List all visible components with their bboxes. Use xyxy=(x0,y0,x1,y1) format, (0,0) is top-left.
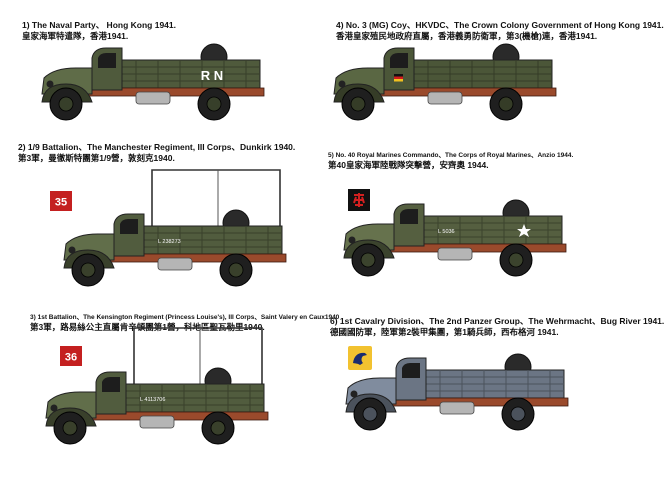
caption-3-zh: 第3軍，路易絲公主直屬肯辛頓團第1營，科地區聖瓦勒里1940. xyxy=(30,322,265,333)
cavalry-badge xyxy=(348,346,372,370)
caption-5: 5) No. 40 Royal Marines Commando、The Cor… xyxy=(328,152,573,171)
fuel-tank xyxy=(139,415,175,429)
badge-36-text: 36 xyxy=(65,352,77,364)
commando-badge xyxy=(348,189,370,211)
panel-6: 6) 1st Cavalry Division、The 2nd Panzer G… xyxy=(324,310,664,470)
front-wheel-hub xyxy=(362,406,378,422)
caption-2-zh: 第3軍，曼徹斯特團第1/9營，敦刻克1940. xyxy=(18,152,175,163)
front-wheel-hub xyxy=(80,262,96,278)
headlight xyxy=(338,80,346,88)
cab-window xyxy=(400,209,418,224)
cab-window xyxy=(402,363,420,378)
panel-2: 2) 1/9 Battalion、The Manchester Regiment… xyxy=(0,140,324,300)
caption-2: 2) 1/9 Battalion、The Manchester Regiment… xyxy=(18,142,295,163)
truck-3: L 4113706 xyxy=(45,327,269,445)
registration-number: L 238273 xyxy=(158,239,181,245)
caption-5-zh: 第40皇家海軍陸戰隊突擊營，安齊奧 1944. xyxy=(328,160,489,171)
headlight xyxy=(46,80,54,88)
caption-1-zh: 皇家海軍特遣隊，香港1941. xyxy=(22,30,129,41)
registration-number: L 4113706 xyxy=(140,397,165,403)
panel-1: 1) The Naval Party、 Hong Kong 1941. 皇家海軍… xyxy=(0,0,324,160)
rear-wheel-hub xyxy=(510,406,526,422)
rear-wheel-hub xyxy=(508,252,524,268)
rear-wheel-hub xyxy=(228,262,244,278)
caption-4-zh: 香港皇家殖民地政府直屬，香港義勇防衛軍，第3(機槍)連，香港1941. xyxy=(336,30,598,41)
caption-4: 4) No. 3 (MG) Coy、HKVDC、The Crown Colony… xyxy=(336,20,664,41)
truck-6 xyxy=(345,353,569,431)
caption-6-en: 6) 1st Cavalry Division、The 2nd Panzer G… xyxy=(330,316,664,326)
unit-badge-35: 35 xyxy=(50,191,72,211)
panel-4: 4) No. 3 (MG) Coy、HKVDC、The Crown Colony… xyxy=(324,0,664,160)
headlight xyxy=(350,390,358,398)
caption-6-zh: 德國國防軍，陸軍第2裝甲集團，第1騎兵師，西布格河 1941. xyxy=(330,326,559,337)
cab-window xyxy=(120,219,138,234)
caption-1-en: 1) The Naval Party、 Hong Kong 1941. xyxy=(22,20,176,30)
flag-stripe-gold xyxy=(394,79,403,82)
flag-stripe-red xyxy=(394,76,403,79)
fuel-tank xyxy=(157,257,193,271)
caption-4-en: 4) No. 3 (MG) Coy、HKVDC、The Crown Colony… xyxy=(336,20,664,30)
fuel-tank xyxy=(437,247,473,261)
caption-3-en: 3) 1st Battalion、The Kensington Regiment… xyxy=(30,314,340,321)
caption-1: 1) The Naval Party、 Hong Kong 1941. 皇家海軍… xyxy=(22,20,176,41)
allied-star xyxy=(517,224,531,237)
canvas-frame xyxy=(133,327,263,384)
badge-35-text: 35 xyxy=(55,197,67,209)
cab-window xyxy=(390,53,408,68)
front-wheel-hub xyxy=(58,96,74,112)
rear-wheel-hub xyxy=(210,420,226,436)
panel-5: 5) No. 40 Royal Marines Commando、The Cor… xyxy=(324,140,648,300)
cab-window xyxy=(98,53,116,68)
headlight xyxy=(50,404,58,412)
side-marking: R N xyxy=(201,68,223,83)
cab-window xyxy=(102,377,120,392)
front-wheel-hub xyxy=(350,96,366,112)
truck-4 xyxy=(333,43,557,121)
caption-3: 3) 1st Battalion、The Kensington Regiment… xyxy=(30,314,339,333)
fuel-tank xyxy=(427,91,463,105)
fuel-tank xyxy=(439,401,475,415)
unit-badge-36: 36 xyxy=(60,346,82,366)
fuel-tank xyxy=(135,91,171,105)
rear-wheel-hub xyxy=(206,96,222,112)
canvas-frame xyxy=(151,169,281,226)
headlight xyxy=(68,246,76,254)
caption-5-en: 5) No. 40 Royal Marines Commando、The Cor… xyxy=(328,152,574,159)
rear-wheel-hub xyxy=(498,96,514,112)
truck-2: L 238273 xyxy=(63,169,287,287)
registration-number: L 5036 xyxy=(438,229,455,235)
front-wheel-hub xyxy=(62,420,78,436)
caption-6: 6) 1st Cavalry Division、The 2nd Panzer G… xyxy=(330,316,664,337)
front-wheel-hub xyxy=(360,252,376,268)
truck-5: L 5036 xyxy=(343,199,567,277)
flag-stripe-black xyxy=(394,74,403,77)
headlight xyxy=(348,236,356,244)
panel-3: 3) 1st Battalion、The Kensington Regiment… xyxy=(0,310,339,470)
truck-1: R N xyxy=(41,43,265,121)
caption-2-en: 2) 1/9 Battalion、The Manchester Regiment… xyxy=(18,142,296,152)
